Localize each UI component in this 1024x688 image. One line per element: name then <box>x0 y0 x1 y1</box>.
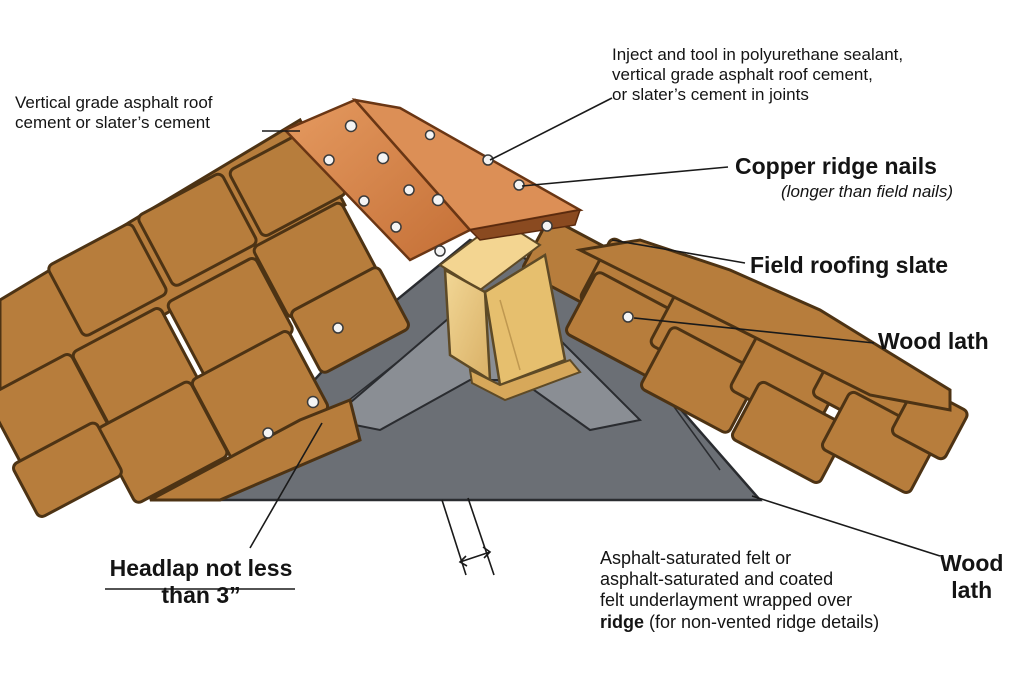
nails <box>262 119 634 439</box>
label-underlayment-ridge: ridge <box>600 611 645 632</box>
label-sealant-joints: Inject and tool in polyurethane sealant,… <box>612 45 903 105</box>
leader-copper-nails <box>521 166 729 187</box>
label-copper-nails-title: Copper ridge nails <box>735 153 937 179</box>
label-wood-lath-lower-line2: lath <box>951 577 993 604</box>
leader-lines <box>105 97 941 590</box>
leader-field-slate <box>611 239 746 264</box>
label-copper-nails-note: (longer than field nails) <box>781 182 953 202</box>
leader-sealant-joints <box>489 97 613 161</box>
label-sealant-joints-line3: or slater’s cement in joints <box>612 85 809 105</box>
label-underlayment-line3: felt underlayment wrapped over <box>600 590 853 611</box>
label-sealant-left: Vertical grade asphalt roof cement or sl… <box>15 93 213 133</box>
label-wood-lath-upper-text: Wood lath <box>878 328 989 354</box>
right-slate-field <box>521 217 969 494</box>
label-sealant-joints-line2: vertical grade asphalt roof cement, <box>612 65 873 85</box>
label-sealant-left-line2: cement or slater’s cement <box>15 113 210 133</box>
label-headlap: Headlap not less than 3” <box>106 555 296 609</box>
label-underlayment-line4-rest: (for non-vented ridge details) <box>644 611 880 632</box>
label-sealant-left-line1: Vertical grade asphalt roof <box>15 93 213 112</box>
leader-headlap <box>249 422 323 549</box>
label-copper-nails: Copper ridge nails (longer than field na… <box>735 153 953 202</box>
leader-wood-lath-lower <box>751 495 941 557</box>
label-sealant-joints-line1: Inject and tool in polyurethane sealant, <box>612 45 904 64</box>
label-underlayment: Asphalt-saturated felt or asphalt-satura… <box>600 548 879 633</box>
copper-ridge-cap <box>282 98 584 262</box>
label-headlap-line1: Headlap not less <box>109 555 293 581</box>
label-underlayment-line1: Asphalt-saturated felt or <box>600 548 792 568</box>
label-underlayment-line4: ridge (for non-vented ridge details) <box>600 612 879 633</box>
leader-wood-lath-upper <box>633 317 875 344</box>
label-wood-lath-upper: Wood lath <box>878 328 989 355</box>
label-wood-lath-lower-line1: Wood <box>940 550 1004 576</box>
label-field-slate: Field roofing slate <box>750 252 948 279</box>
headlap-dimension <box>441 497 495 576</box>
left-slate-field <box>0 117 410 518</box>
label-headlap-line2: than 3” <box>161 582 241 609</box>
label-wood-lath-lower: Wood lath <box>940 550 1003 604</box>
label-underlayment-line2: asphalt-saturated and coated <box>600 569 834 590</box>
label-field-slate-text: Field roofing slate <box>750 252 949 278</box>
